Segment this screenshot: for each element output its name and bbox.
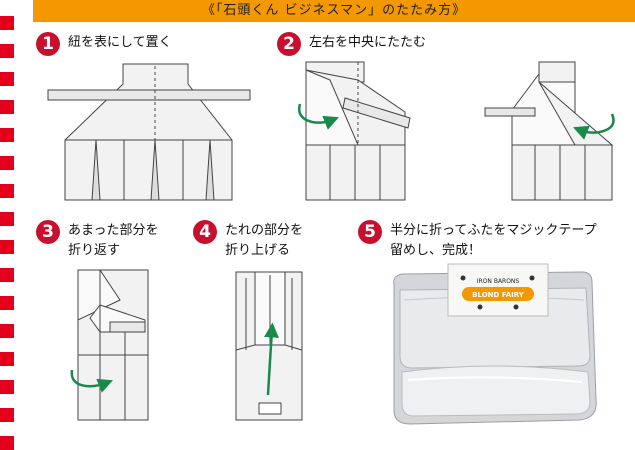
step-number-badge: 1 — [36, 32, 60, 56]
page-title: 《「石頭くん ビジネスマン」のたたみ方》 — [33, 0, 635, 22]
step-5-label: 5 半分に折ってふたをマジックテープ 留めし、完成！ — [358, 220, 597, 261]
stripe-square — [0, 296, 14, 310]
stripe-square — [0, 72, 14, 86]
fold-up-arrow-icon — [264, 322, 279, 396]
step-number-badge: 3 — [36, 220, 60, 244]
step-4-label: 4 たれの部分を 折り上げる — [193, 220, 303, 261]
step-3-label: 3 あまった部分を 折り返す — [36, 220, 158, 261]
folding-diagrams: IRON BARONS BLOND FAIRY — [47, 61, 615, 425]
stripe-square — [0, 100, 14, 114]
step-1-label: 1 紐を表にして置く — [36, 32, 172, 56]
stripe-square — [0, 212, 14, 226]
step-instruction: あまった部分を 折り返す — [68, 223, 159, 258]
bone-logo-icon — [462, 287, 534, 301]
finished-product-photo: IRON BARONS BLOND FAIRY — [393, 263, 597, 425]
stripe-square — [0, 128, 14, 142]
fold-arrow-icon — [298, 103, 339, 130]
left-red-checker-border — [0, 0, 20, 450]
step-instruction: 左右を中央にたたむ — [309, 35, 427, 50]
stripe-square — [0, 408, 14, 422]
fold-arrow-icon — [70, 369, 113, 393]
paw-icon — [460, 275, 466, 281]
stripe-square — [0, 240, 14, 254]
step-1-garment-diagram — [47, 63, 251, 201]
paw-icon — [513, 304, 519, 310]
fold-arrow-icon — [573, 113, 615, 140]
step-3-garment-diagram — [77, 269, 149, 421]
stripe-square — [0, 16, 14, 30]
paw-icon — [529, 275, 535, 281]
step-2b-garment-diagram — [484, 61, 614, 201]
step-instruction: たれの部分を 折り上げる — [225, 223, 304, 258]
stripe-square — [0, 324, 14, 338]
stripe-square — [0, 44, 14, 58]
stripe-square — [0, 352, 14, 366]
step-2-label: 2 左右を中央にたたむ — [277, 32, 426, 56]
step-number-badge: 2 — [277, 32, 301, 56]
step-instruction: 半分に折ってふたをマジックテープ 留めし、完成！ — [390, 223, 597, 258]
product-tag-line-1: IRON BARONS — [477, 278, 520, 285]
step-2a-garment-diagram — [305, 61, 411, 201]
stripe-square — [0, 184, 14, 198]
stripe-square — [0, 268, 14, 282]
stripe-square — [0, 156, 14, 170]
step-number-badge: 4 — [193, 220, 217, 244]
step-4-garment-diagram — [235, 271, 303, 421]
paw-icon — [477, 304, 483, 310]
step-number-badge: 5 — [358, 220, 382, 244]
stripe-square — [0, 380, 14, 394]
product-tag-line-2: BLOND FAIRY — [472, 291, 525, 299]
step-instruction: 紐を表にして置く — [68, 35, 172, 50]
